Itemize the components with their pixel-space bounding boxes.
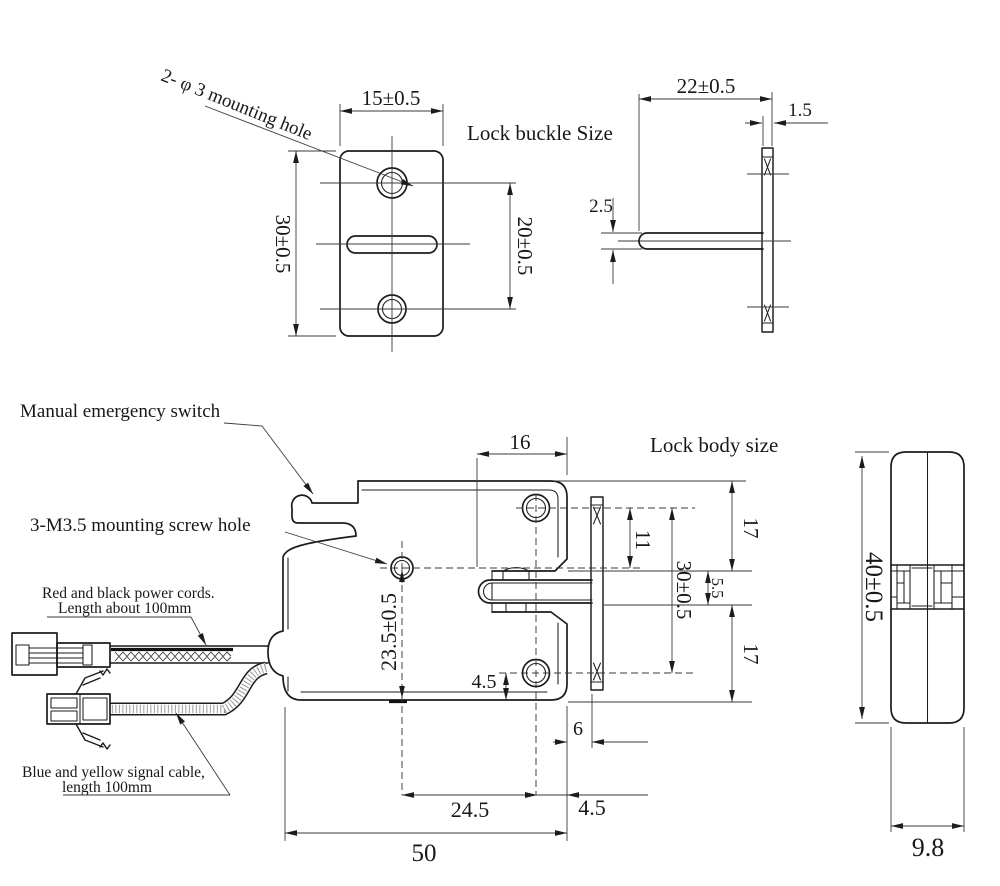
buckle-plate-side (761, 147, 774, 333)
dim-buckle-length (638, 92, 773, 231)
latch-mechanism-detail (890, 564, 965, 610)
dim-notch-depth (476, 437, 568, 567)
lock-body-front-view: Manual emergency switch 3-M3.5 mounting … (20, 401, 778, 867)
body-outline-bottom-left (267, 535, 568, 701)
dim-9-8-text: 9.8 (912, 833, 945, 862)
signal-cable (110, 661, 269, 716)
callout-power-line1: Red and black power cords. (42, 585, 215, 602)
dim-4-5-v-text: 4.5 (472, 671, 497, 693)
dim-buckle-length-text: 22±0.5 (677, 74, 736, 98)
dim-23-5-text: 23.5±0.5 (376, 593, 401, 671)
dim-30-text: 30±0.5 (672, 561, 696, 620)
body-side-outline (890, 451, 965, 724)
dim-buckle-height-text: 30±0.5 (271, 215, 295, 274)
dim-40-text: 40±0.5 (860, 552, 887, 622)
buckle-front-view: 15±0.5 30±0.5 20±0.5 Lock buckle Size 2-… (158, 65, 613, 352)
dim-24-5-text: 24.5 (451, 797, 490, 822)
dim-17-bottom-text: 17 (739, 644, 763, 665)
dim-5-5-text: 5.5 (708, 578, 727, 599)
dim-buckle-width (339, 104, 444, 146)
emergency-switch-lever (290, 480, 359, 537)
dim-9-8 (890, 727, 965, 832)
buckle-plate-outline (339, 150, 444, 337)
dim-17-top-text: 17 (739, 518, 763, 539)
leader-mounting-hole (204, 105, 414, 187)
latch-detail (491, 566, 530, 613)
engaged-buckle-plate (590, 496, 604, 691)
dim-extension-lines-right (553, 480, 752, 703)
leader-signal-cable (63, 712, 231, 796)
leader-screw-hole (284, 531, 388, 565)
callout-signal-line2: length 100mm (62, 779, 152, 796)
latch-tongue-inner (483, 582, 593, 601)
dim-notch-depth-text: 16 (510, 430, 531, 454)
dim-buckle-height (288, 150, 336, 337)
dim-plate-thickness (745, 116, 828, 146)
buckle-centerlines (316, 136, 516, 352)
dim-6-text: 6 (573, 718, 583, 740)
latch-tongue (477, 579, 593, 604)
signal-connector (46, 668, 111, 750)
dim-tongue-thickness (601, 198, 642, 284)
dim-40 (855, 451, 889, 724)
dim-4-5-h-text: 4.5 (578, 795, 606, 820)
dim-50 (284, 706, 568, 841)
dim-hole-spacing-text: 20±0.5 (513, 217, 537, 276)
wiring: Red and black power cords. Length about … (11, 585, 269, 796)
body-inner-lines (287, 489, 559, 693)
buckle-title: Lock buckle Size (467, 121, 613, 145)
connector-clips (75, 668, 111, 750)
power-connector (11, 632, 111, 676)
dim-50-text: 50 (412, 840, 437, 867)
buckle-side-view: 22±0.5 1.5 2.5 (589, 74, 828, 333)
leader-manual-switch (223, 422, 314, 495)
buckle-tongue-side (638, 232, 764, 250)
engaged-plate-detail (590, 504, 604, 683)
dim-6 (553, 694, 648, 748)
callout-screw-hole: 3-M3.5 mounting screw hole (30, 515, 251, 536)
buckle-plate-side-detail (761, 156, 774, 324)
body-outline-top (357, 480, 568, 572)
dim-11-text: 11 (631, 530, 655, 550)
body-centerlines (380, 494, 695, 795)
power-cable (109, 645, 269, 664)
callout-mounting-hole: 2- φ 3 mounting hole (158, 65, 315, 145)
callout-manual-switch: Manual emergency switch (20, 401, 221, 422)
dim-plate-thickness-text: 1.5 (788, 100, 812, 121)
callout-power-line2: Length about 100mm (58, 600, 191, 617)
callout-signal-line1: Blue and yellow signal cable, (22, 764, 205, 781)
body-title: Lock body size (650, 433, 778, 457)
lock-body-side-view: 40±0.5 9.8 (855, 451, 965, 862)
leader-power-cable (47, 616, 207, 646)
dim-tongue-thickness-text: 2.5 (589, 196, 613, 217)
dim-buckle-width-text: 15±0.5 (362, 86, 421, 110)
buckle-side-centerlines (618, 173, 791, 308)
